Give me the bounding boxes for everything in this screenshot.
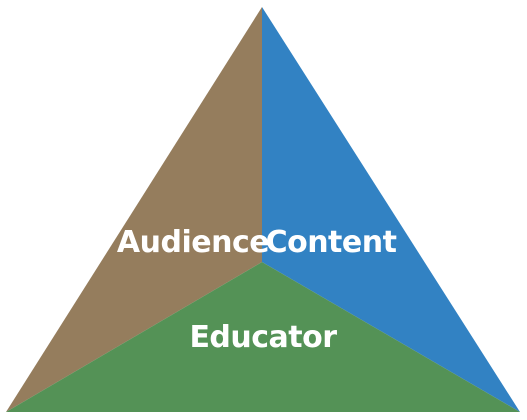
audience-label: Audience [117, 225, 269, 260]
educator-label: Educator [189, 320, 337, 355]
content-segment [262, 7, 520, 412]
content-label: Content [266, 225, 397, 260]
audience-segment [6, 7, 262, 412]
educator-segment [6, 262, 520, 412]
